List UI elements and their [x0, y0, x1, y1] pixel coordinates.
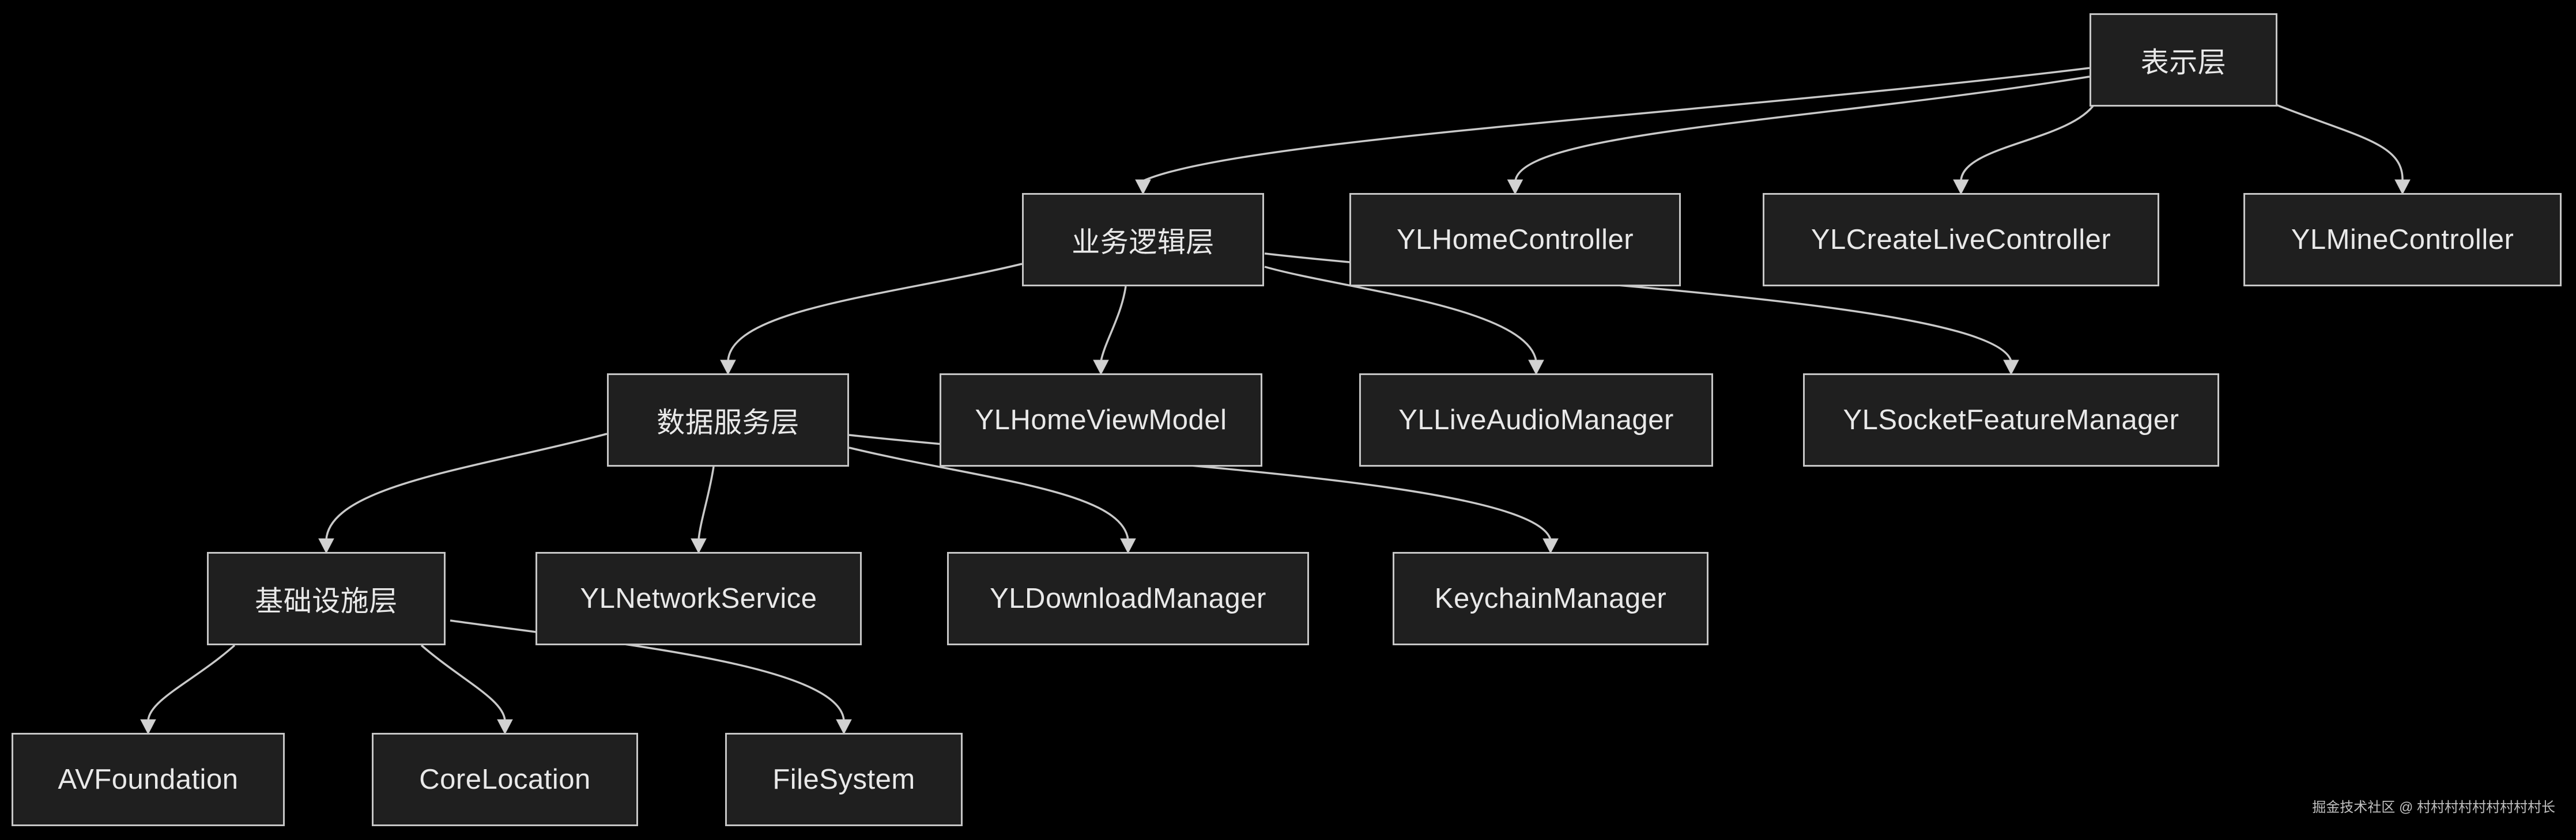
arrowhead-icon	[1135, 179, 1151, 195]
node-create-live-controller: YLCreateLiveController	[1763, 193, 2159, 286]
edge-infrastructure-layer-to-filesystem	[450, 619, 845, 721]
arrowhead-icon	[497, 719, 513, 735]
node-filesystem: FileSystem	[725, 733, 963, 826]
arrowhead-icon	[1120, 538, 1136, 554]
edge-presentation-layer-to-business-logic-layer	[1142, 67, 2090, 182]
node-socket-feature-manager: YLSocketFeatureManager	[1803, 373, 2219, 467]
edge-data-service-layer-to-infrastructure-layer	[325, 433, 608, 540]
node-corelocation: CoreLocation	[372, 733, 638, 826]
edge-business-logic-layer-to-home-viewmodel	[1100, 286, 1127, 362]
node-keychain-manager: KeychainManager	[1393, 552, 1708, 645]
arrowhead-icon	[720, 360, 736, 376]
edge-data-service-layer-to-network-service	[697, 466, 715, 540]
arrowhead-icon	[2003, 360, 2019, 376]
arrowhead-icon	[1953, 179, 1969, 195]
arrowhead-icon	[318, 538, 334, 554]
arrowhead-icon	[140, 719, 156, 735]
node-data-service-layer: 数据服务层	[607, 373, 849, 467]
edge-presentation-layer-to-mine-controller	[2273, 103, 2404, 181]
watermark: 掘金技术社区 @ 村村村村村村村村村长	[2312, 800, 2555, 815]
edge-business-logic-layer-to-live-audio-manager	[1264, 266, 1537, 362]
arrowhead-icon	[1093, 360, 1109, 376]
node-presentation-layer: 表示层	[2090, 13, 2277, 107]
arrowhead-icon	[1542, 538, 1559, 554]
node-live-audio-manager: YLLiveAudioManager	[1359, 373, 1713, 467]
arrowhead-icon	[691, 538, 707, 554]
edge-business-logic-layer-to-data-service-layer	[727, 263, 1023, 362]
edge-presentation-layer-to-create-live-controller	[1960, 103, 2096, 181]
node-business-logic-layer: 业务逻辑层	[1022, 193, 1264, 286]
node-mine-controller: YLMineController	[2243, 193, 2562, 286]
node-avfoundation: AVFoundation	[12, 733, 285, 826]
edge-infrastructure-layer-to-avfoundation	[147, 644, 236, 721]
arrowhead-icon	[836, 719, 852, 735]
arrowhead-icon	[1507, 179, 1523, 195]
node-network-service: YLNetworkService	[535, 552, 862, 645]
node-download-manager: YLDownloadManager	[947, 552, 1309, 645]
edge-data-service-layer-to-download-manager	[848, 447, 1129, 540]
arrowhead-icon	[1528, 360, 1544, 376]
edge-infrastructure-layer-to-corelocation	[420, 644, 506, 721]
edge-presentation-layer-to-home-controller	[1514, 75, 2090, 181]
node-home-controller: YLHomeController	[1349, 193, 1681, 286]
arrowhead-icon	[2394, 179, 2411, 195]
node-home-viewmodel: YLHomeViewModel	[940, 373, 1262, 467]
node-infrastructure-layer: 基础设施层	[207, 552, 446, 645]
